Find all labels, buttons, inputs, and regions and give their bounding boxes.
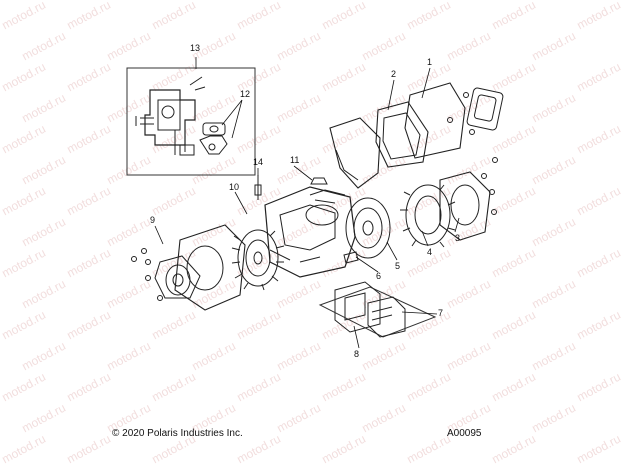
callout-1: 1 — [427, 57, 433, 67]
callout-3: 3 — [455, 233, 461, 243]
engine-block — [264, 186, 356, 278]
callout-5: 5 — [395, 261, 401, 271]
callout-7: 7 — [438, 308, 444, 318]
callout-2: 2 — [391, 69, 397, 79]
callout-11: 11 — [290, 155, 300, 165]
diagram-code: A00095 — [447, 428, 482, 439]
callout-6: 6 — [376, 271, 382, 281]
callout-13: 13 — [190, 43, 201, 53]
end-cover — [439, 92, 498, 241]
flywheel — [231, 229, 285, 291]
copyright-text: © 2020 Polaris Industries Inc. — [112, 428, 243, 439]
callout-10: 10 — [229, 182, 240, 192]
callout-4: 4 — [427, 247, 433, 257]
callout-12: 12 — [240, 89, 251, 99]
callout-8: 8 — [354, 349, 360, 359]
callout-14: 14 — [253, 157, 264, 167]
rotor-stator — [345, 184, 456, 259]
leader-lines — [154, 57, 460, 349]
carburetor-inset — [126, 67, 256, 176]
small-parts — [254, 175, 359, 264]
fan-housing — [131, 224, 246, 311]
callout-9: 9 — [150, 215, 156, 225]
upper-covers — [329, 82, 504, 189]
air-filter-box — [318, 281, 437, 338]
